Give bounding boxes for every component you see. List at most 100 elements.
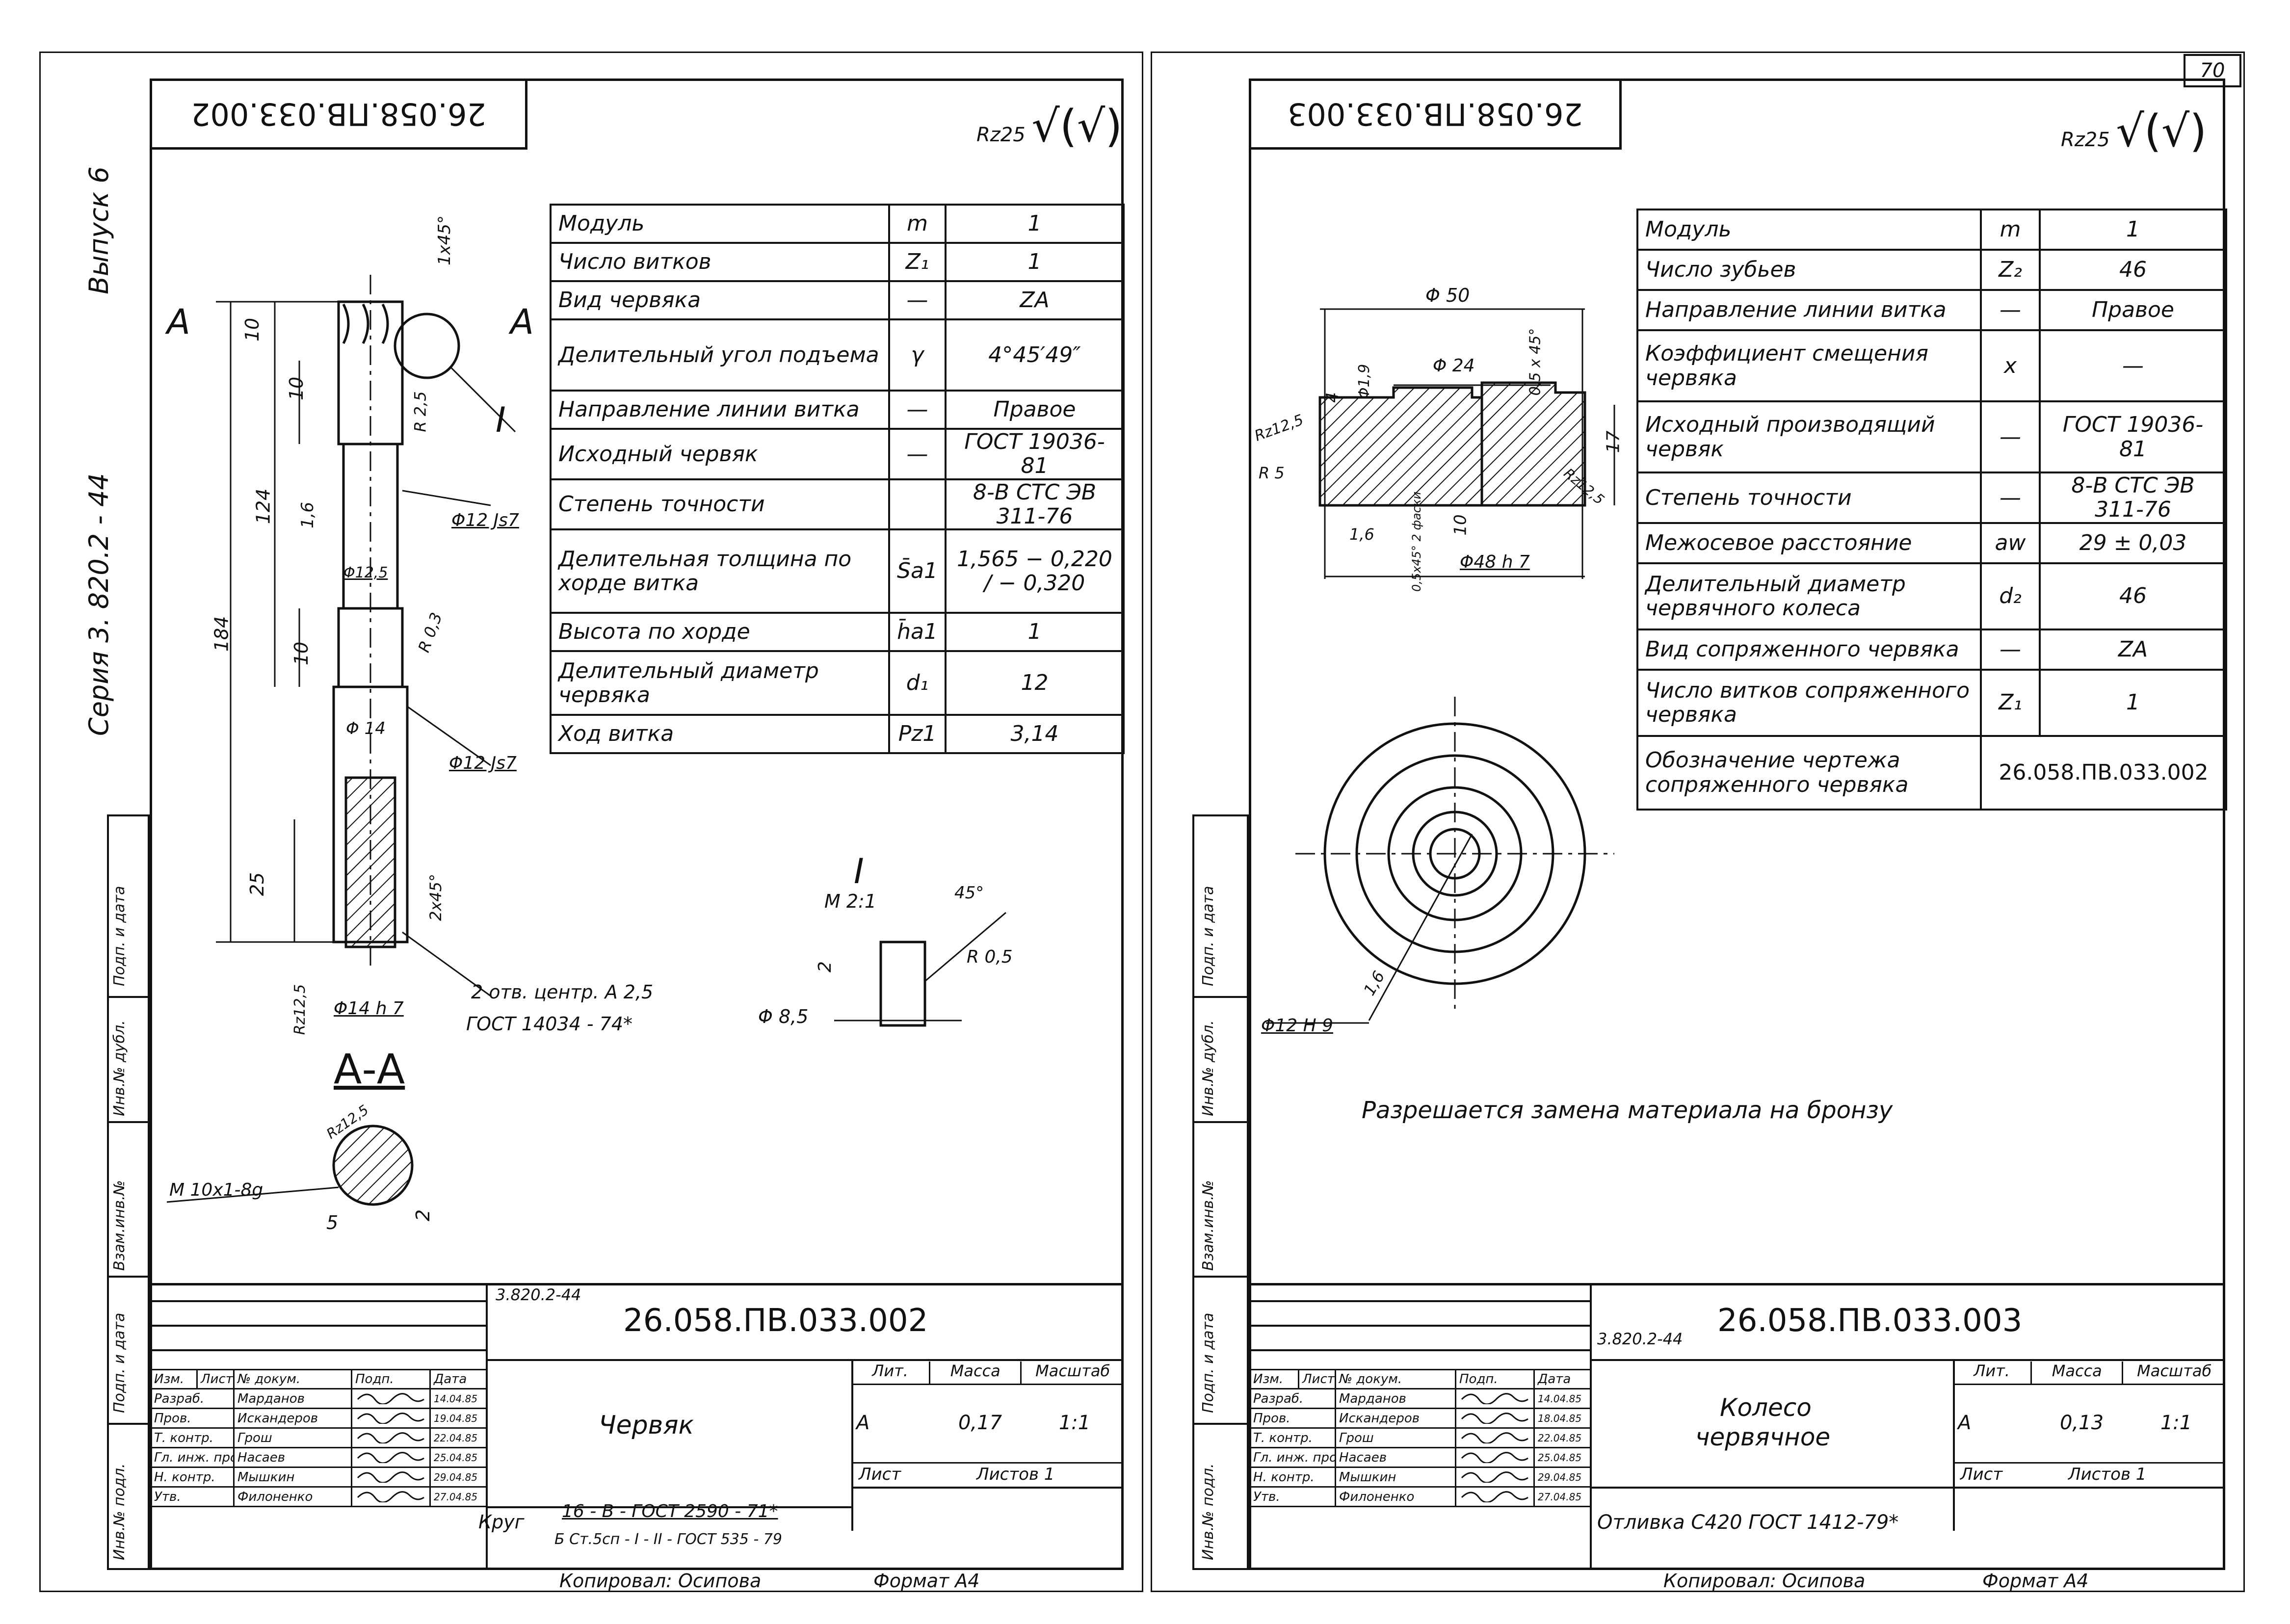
left-row: Направление линии витка—Правое xyxy=(550,390,1125,430)
left-param: Высота по хорде xyxy=(550,612,890,653)
left-mass-label: Масса xyxy=(930,1362,1022,1384)
left-row: Исходный червяк—ГОСТ 19036-81 xyxy=(550,428,1125,480)
left-sheets: Листов 1 xyxy=(976,1465,1055,1484)
right-tb-date: 18.04.85 xyxy=(1533,1408,1591,1429)
right-tb-person: Насаев xyxy=(1335,1447,1456,1468)
right-title-block xyxy=(1249,1283,2225,1572)
signature-scribble-icon xyxy=(1461,1413,1528,1425)
left-lit-head: Лит. Масса Масштаб xyxy=(851,1362,1124,1385)
left-tb-date: 25.04.85 xyxy=(429,1447,487,1468)
left-lit-label: Лит. xyxy=(851,1362,931,1384)
left-copied: Копировал: Осипова xyxy=(559,1570,762,1592)
left-param: Делительная толщина по хорде витка xyxy=(550,528,890,614)
right-param: Число витков сопряженного червяка xyxy=(1636,668,1982,737)
right-value: 1 xyxy=(2039,209,2227,251)
left-symbol: S̄a1 xyxy=(888,528,947,614)
left-symbol: γ xyxy=(888,318,947,392)
left-tb-role: Разраб. xyxy=(150,1388,235,1409)
dim-ch05: 0,5 x 45° xyxy=(1527,328,1544,396)
signature-scribble-icon xyxy=(357,1413,424,1425)
right-roughness-text: Rz25 xyxy=(2061,129,2110,151)
right-value: 8-В СТС ЭВ 311-76 xyxy=(2039,471,2227,524)
right-mass: 0,13 xyxy=(2059,1412,2104,1434)
right-param: Делительный диаметр червячного колеса xyxy=(1636,562,1982,630)
left-param: Степень точности xyxy=(550,478,890,531)
detail-scale: М 2:1 xyxy=(824,891,877,912)
left-roughness-mark: Rz25 √(√) xyxy=(976,101,1122,152)
left-tb-hdr-cell: Лист xyxy=(196,1369,235,1389)
margin-col-1: Подп. и дата xyxy=(111,886,128,986)
left-value: Правое xyxy=(945,390,1125,430)
left-tb-signature xyxy=(351,1467,431,1488)
left-tb-person: Филоненко xyxy=(233,1486,352,1507)
r-margin-col-2: Инв.№ дубл. xyxy=(1200,1020,1217,1116)
left-symbol: — xyxy=(888,280,947,320)
right-lit-label: Лит. xyxy=(1953,1362,2032,1384)
right-tb-person: Мышкин xyxy=(1335,1467,1456,1488)
left-param: Исходный червяк xyxy=(550,428,890,480)
right-lit: А xyxy=(1958,1412,1972,1434)
detail-phi85: Φ 8,5 xyxy=(758,1006,809,1027)
dim-ch05b: 0,5x45° 2 фаски xyxy=(1409,492,1423,592)
dim-16: 1,6 xyxy=(1349,525,1374,544)
right-tb-signature xyxy=(1455,1427,1535,1448)
left-roughness-text: Rz25 xyxy=(976,124,1026,146)
dim-16: 1,6 xyxy=(298,501,318,529)
dim-phi19: Φ1,9 xyxy=(1356,364,1373,399)
right-stamp-code: 26.058.ПВ.033.003 xyxy=(1288,96,1583,132)
left-symbol xyxy=(888,478,947,531)
right-value: 46 xyxy=(2039,562,2227,630)
right-symbol: Z₂ xyxy=(1980,249,2041,291)
detail-callout: I xyxy=(496,400,506,440)
left-param: Делительный диаметр червяка xyxy=(550,650,890,716)
signature-scribble-icon xyxy=(1461,1471,1528,1484)
right-lit-head: Лит. Масса Масштаб xyxy=(1953,1362,2225,1385)
dim-chamfer: 1x45° xyxy=(435,215,455,266)
dim-10a: 10 xyxy=(241,317,263,342)
dim-phi50: Φ 50 xyxy=(1425,285,1470,306)
right-symbol: — xyxy=(1980,471,2041,524)
dim-r25: R 2,5 xyxy=(411,391,430,432)
right-part-name-1: Колесо xyxy=(1720,1393,1812,1422)
dim-10: 10 xyxy=(1450,514,1471,536)
right-tb-signature xyxy=(1455,1447,1535,1468)
left-tb-role: Т. контр. xyxy=(150,1427,235,1448)
signature-scribble-icon xyxy=(1461,1393,1528,1405)
right-tb-role: Т. контр. xyxy=(1249,1427,1336,1448)
right-mass-label: Масса xyxy=(2032,1362,2124,1384)
right-tb-person: Марданов xyxy=(1335,1388,1456,1409)
right-tb-row: Н. контр.Мышкин 29.04.85 xyxy=(1249,1467,1591,1488)
left-value: ГОСТ 19036-81 xyxy=(945,428,1125,480)
dim-10c: 10 xyxy=(290,641,313,666)
r-margin-col-5: Инв.№ подл. xyxy=(1200,1463,1217,1560)
left-tb-code: 26.058.ПВ.033.002 xyxy=(623,1303,928,1339)
left-tb-date: 22.04.85 xyxy=(429,1427,487,1448)
left-tb-role: Пров. xyxy=(150,1408,235,1429)
left-scale-label: Масштаб xyxy=(1035,1362,1110,1380)
right-symbol: d₂ xyxy=(1980,562,2041,630)
right-symbol: x xyxy=(1980,329,2041,402)
right-symbol: aw xyxy=(1980,522,2041,564)
page-number-box: 70 xyxy=(2184,54,2241,87)
left-margin-strip xyxy=(107,814,150,1570)
left-value: 1 xyxy=(945,612,1125,653)
right-tb-role: Н. контр. xyxy=(1249,1467,1336,1488)
left-sheet-frame xyxy=(39,52,1143,1592)
right-tb-hdr-cell: Подп. xyxy=(1455,1369,1535,1389)
right-tb-date: 29.04.85 xyxy=(1533,1467,1591,1488)
left-stamp-code: 26.058.ПВ.033.002 xyxy=(191,96,486,132)
right-param: Вид сопряженного червяка xyxy=(1636,628,1982,671)
material-note: Разрешается замена материала на бронзу xyxy=(1362,1097,1893,1124)
right-tb-role: Гл. инж. проекта xyxy=(1249,1447,1336,1468)
right-tb-signature xyxy=(1455,1388,1535,1409)
left-symbol: m xyxy=(888,204,947,244)
